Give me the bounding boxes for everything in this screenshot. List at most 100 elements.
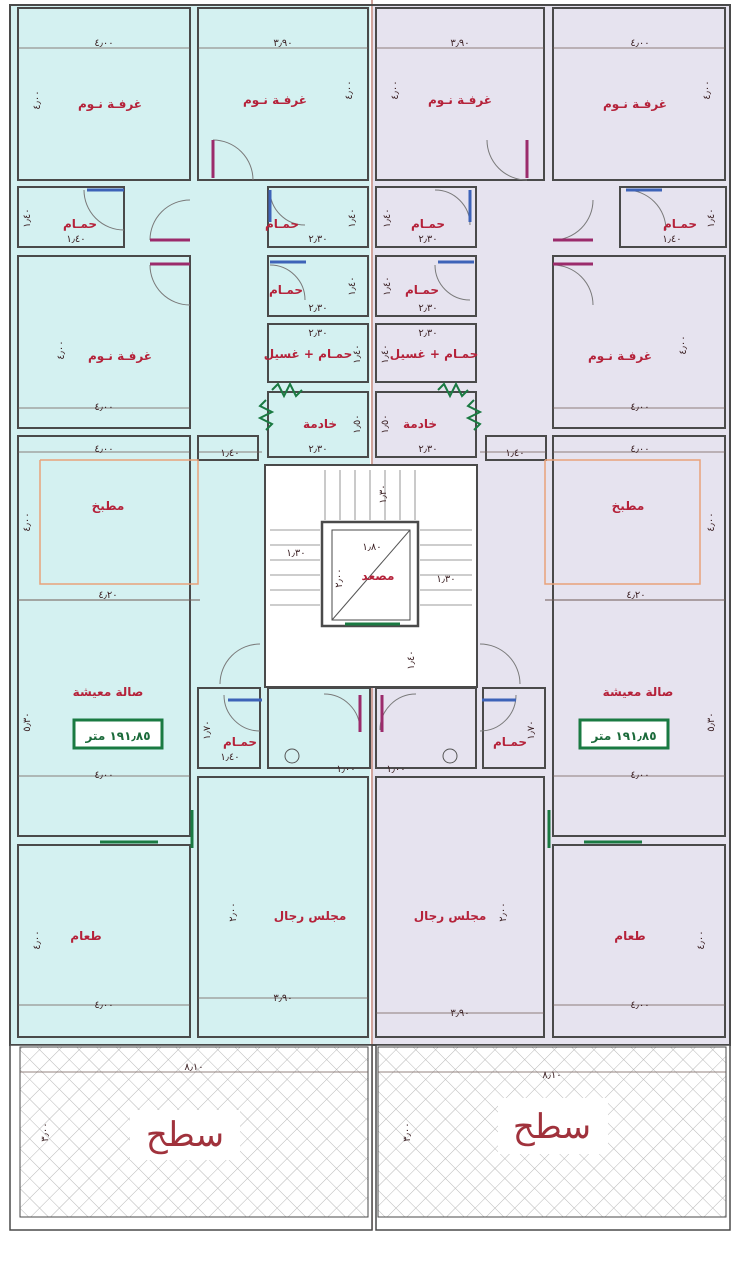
- drain-fixture-left: [284, 748, 300, 764]
- label-bathroom-left-3: حمـام: [269, 283, 303, 298]
- area-badge-right: [578, 718, 670, 750]
- dim-text-vertical: ٤٫٠٠: [56, 340, 67, 359]
- label-roof-left: سطح: [146, 1115, 224, 1155]
- dim-text-vertical: ١٫٤٠: [380, 344, 391, 363]
- dim-text: ٣٫٩٠: [450, 38, 469, 49]
- dim-text: ٣٫٩٠: [450, 1008, 469, 1019]
- dim-text-vertical: ١٫٤٠: [406, 650, 417, 669]
- label-bath-laundry-right: حمـام + غسيل: [390, 347, 479, 362]
- dim-text: ٤٫٠٠: [94, 770, 113, 781]
- label-bedroom-left-3: غرفـة نـوم: [88, 349, 152, 364]
- dim-text: ٤٫٠٠: [630, 38, 649, 49]
- area-label-left: ١٩١٫٨٥ متر: [84, 729, 150, 743]
- dim-text-vertical: ١٫٤٠: [352, 344, 363, 363]
- dim-text-vertical: ٤٫٠٠: [32, 930, 43, 949]
- dim-text: ١٫٤٠: [220, 752, 239, 763]
- dim-text: ١٫٨٠: [362, 542, 381, 553]
- label-kitchen-left: مطبخ: [92, 499, 125, 513]
- label-dining-left: طعام: [70, 929, 101, 944]
- label-bath-laundry-left: حمـام + غسيل: [264, 347, 353, 362]
- windows: [87, 140, 662, 848]
- dim-text-vertical: ٤٫٠٠: [344, 80, 355, 99]
- dim-text: ٢٫٣٠: [308, 303, 327, 314]
- label-maid-left: خادمة: [303, 417, 337, 431]
- dim-text-vertical: ٤٫٠٠: [678, 335, 689, 354]
- dim-text-vertical: ١٫٤٠: [22, 208, 33, 227]
- dim-text: ٤٫٠٠: [630, 402, 649, 413]
- label-living-left: صالة معيشة: [73, 685, 144, 699]
- dim-text-vertical: ٤٫٠٠: [32, 90, 43, 109]
- dim-text: ١٫٠٠: [336, 764, 355, 775]
- dim-text: ٤٫٠٠: [630, 770, 649, 781]
- area-badge-left: [72, 718, 164, 750]
- dim-text-vertical: ١٫٣٠: [378, 484, 389, 503]
- dim-text: ٤٫٢٠: [98, 590, 117, 601]
- label-dining-right: طعام: [614, 929, 645, 944]
- dim-text-vertical: ٣٫٠٠: [402, 1122, 413, 1141]
- dim-text-vertical: ٢٫٠٠: [498, 902, 509, 921]
- dim-text-vertical: ١٫٧٠: [202, 720, 213, 739]
- dim-text: ٤٫٠٠: [94, 444, 113, 455]
- label-majlis-right: مجلس رجال: [414, 909, 487, 923]
- label-bathroom-left-4: حمـام: [223, 735, 257, 750]
- right-unit-walls: [375, 7, 727, 1038]
- dim-text-vertical: ٤٫٠٠: [702, 80, 713, 99]
- drain-fixture-right: [442, 748, 458, 764]
- dim-text-vertical: ١٫٥٠: [380, 414, 391, 433]
- label-bathroom-left-2: حمـام: [265, 217, 299, 232]
- dim-text: ١٫٣٠: [286, 548, 305, 559]
- dim-text: ٣٫٩٠: [273, 993, 292, 1004]
- label-bathroom-right-2: حمـام: [663, 217, 697, 232]
- label-bathroom-right-1: حمـام: [411, 217, 445, 232]
- dim-text: ١٫٤٠: [220, 448, 239, 459]
- label-bedroom-right-1: غرفـة نـوم: [428, 93, 492, 108]
- dim-text-vertical: ٢٫٠٠: [334, 568, 345, 587]
- dim-text-vertical: ٥٫٣٠: [706, 712, 717, 731]
- left-unit-walls: [17, 7, 371, 1038]
- dim-text: ٢٫٣٠: [308, 444, 327, 455]
- dim-text: ٤٫٠٠: [94, 38, 113, 49]
- dim-text: ٢٫٣٠: [418, 234, 437, 245]
- label-bedroom-left-1: غرفـة نـوم: [78, 97, 142, 112]
- label-bedroom-right-3: غرفـة نـوم: [588, 349, 652, 364]
- label-bathroom-right-3: حمـام: [405, 283, 439, 298]
- dim-text: ١٫٤٠: [662, 234, 681, 245]
- dim-text: ٤٫٠٠: [630, 1000, 649, 1011]
- dimension-lines: [18, 47, 726, 1073]
- label-maid-right: خادمة: [403, 417, 437, 431]
- dim-text-vertical: ٤٫٠٠: [390, 80, 401, 99]
- dim-text: ١٫٠٠: [386, 764, 405, 775]
- dim-text-vertical: ١٫٤٠: [706, 208, 717, 227]
- dim-text-vertical: ٥٫٣٠: [22, 712, 33, 731]
- dim-text: ٢٫٣٠: [418, 444, 437, 455]
- dim-text-vertical: ١٫٤٠: [382, 276, 393, 295]
- label-bathroom-left-1: حمـام: [63, 217, 97, 232]
- dim-text: ٨٫١٠: [184, 1062, 203, 1073]
- label-elevator: مصعد: [362, 569, 395, 583]
- label-roof-right: سطح: [513, 1107, 591, 1147]
- dim-text: ٢٫٣٠: [308, 234, 327, 245]
- dim-text-vertical: ١٫٧٠: [526, 720, 537, 739]
- dim-text: ١٫٣٠: [436, 574, 455, 585]
- dim-text: ٤٫٠٠: [94, 1000, 113, 1011]
- maid-room-partitions: [257, 381, 483, 431]
- dim-text-vertical: ٣٫٠٠: [40, 1122, 51, 1141]
- doors: [83, 139, 667, 732]
- label-bedroom-right-2: غرفـة نـوم: [603, 97, 667, 112]
- dim-text-vertical: ١٫٤٠: [347, 276, 358, 295]
- dim-text: ٢٫٣٠: [418, 303, 437, 314]
- dim-text-vertical: ١٫٥٠: [352, 414, 363, 433]
- dim-text: ٨٫١٠: [542, 1070, 561, 1081]
- dim-text: ٤٫٢٠: [626, 590, 645, 601]
- dim-text: ١٫٤٠: [66, 234, 85, 245]
- dim-text: ٤٫٠٠: [94, 402, 113, 413]
- dim-text: ٢٫٣٠: [418, 328, 437, 339]
- area-label-right: ١٩١٫٨٥ متر: [590, 729, 656, 743]
- dim-text-vertical: ٤٫٠٠: [696, 930, 707, 949]
- dim-text-vertical: ٢٫٠٠: [228, 902, 239, 921]
- dim-text-vertical: ١٫٤٠: [382, 208, 393, 227]
- dim-text-vertical: ٤٫٠٠: [22, 512, 33, 531]
- label-bedroom-left-2: غرفـة نـوم: [243, 93, 307, 108]
- label-bathroom-right-4: حمـام: [493, 735, 527, 750]
